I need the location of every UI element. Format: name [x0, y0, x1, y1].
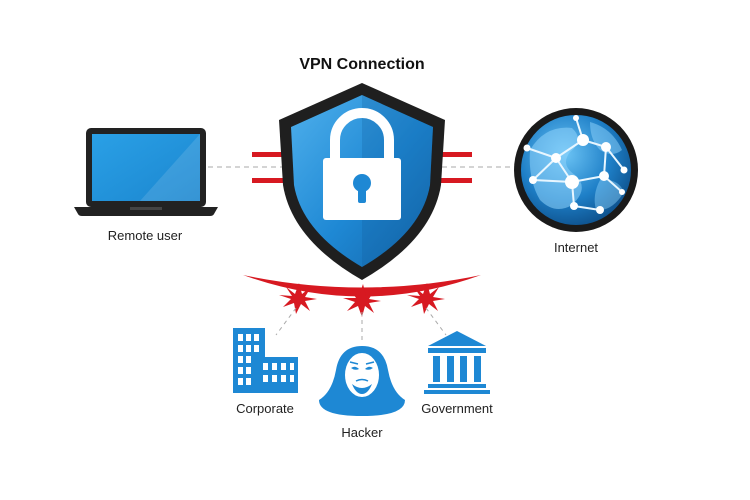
globe-icon [514, 108, 638, 232]
hacker-icon [319, 346, 405, 416]
attack-line-corporate [275, 307, 297, 336]
label-corporate: Corporate [236, 401, 294, 416]
label-remote-user: Remote user [107, 228, 183, 243]
label-hacker: Hacker [341, 425, 383, 440]
lock-icon [323, 108, 401, 220]
spark-burst-left [279, 283, 317, 314]
spark-burst-right [407, 283, 445, 314]
diagram-title: VPN Connection [299, 56, 425, 73]
laptop-icon [74, 128, 218, 216]
tunnel-bars-right [432, 152, 472, 183]
protection-arc [243, 275, 481, 297]
label-internet: Internet [553, 240, 599, 255]
attack-line-government [425, 307, 447, 336]
government-icon [424, 331, 490, 394]
spark-burst-center [343, 284, 381, 317]
building-icon [233, 328, 298, 393]
label-government: Government [421, 401, 493, 416]
tunnel-bars-left [252, 152, 292, 183]
